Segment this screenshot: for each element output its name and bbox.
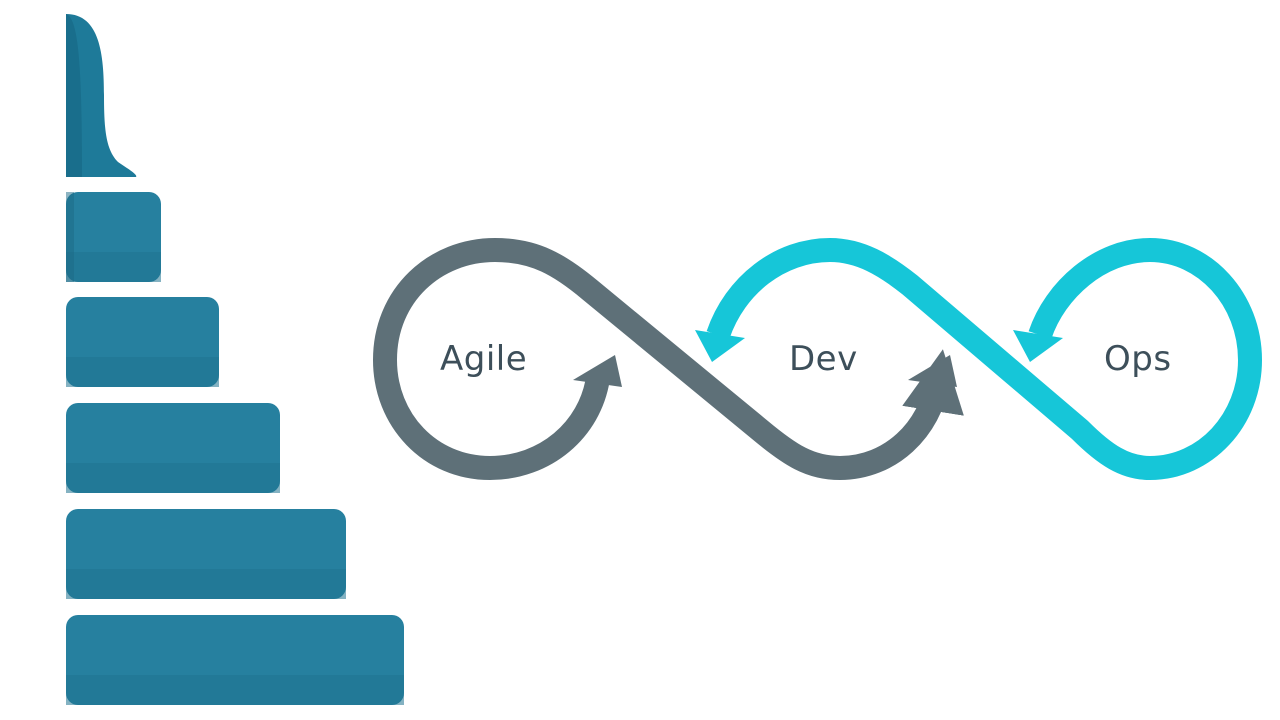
staircase-top-step xyxy=(66,14,137,177)
staircase-step-2 xyxy=(66,297,219,387)
agile-arrow-head xyxy=(573,355,622,387)
dev-label: Dev xyxy=(789,339,858,379)
agile-dev-loop-arrow xyxy=(372,237,964,481)
staircase-step-4 xyxy=(66,509,346,599)
dev-ops-loop-arrow xyxy=(706,237,1263,481)
ops-arrow-head xyxy=(1013,330,1063,362)
dev-gray-arrow-head xyxy=(908,355,957,387)
agile-label: Agile xyxy=(440,339,528,379)
dev-arrow-head xyxy=(695,330,745,362)
staircase-step-1 xyxy=(66,192,161,282)
waterfall-staircase-icon xyxy=(66,14,404,705)
ops-label: Ops xyxy=(1104,339,1172,379)
staircase-step-5 xyxy=(66,615,404,705)
staircase-step-3 xyxy=(66,403,280,493)
